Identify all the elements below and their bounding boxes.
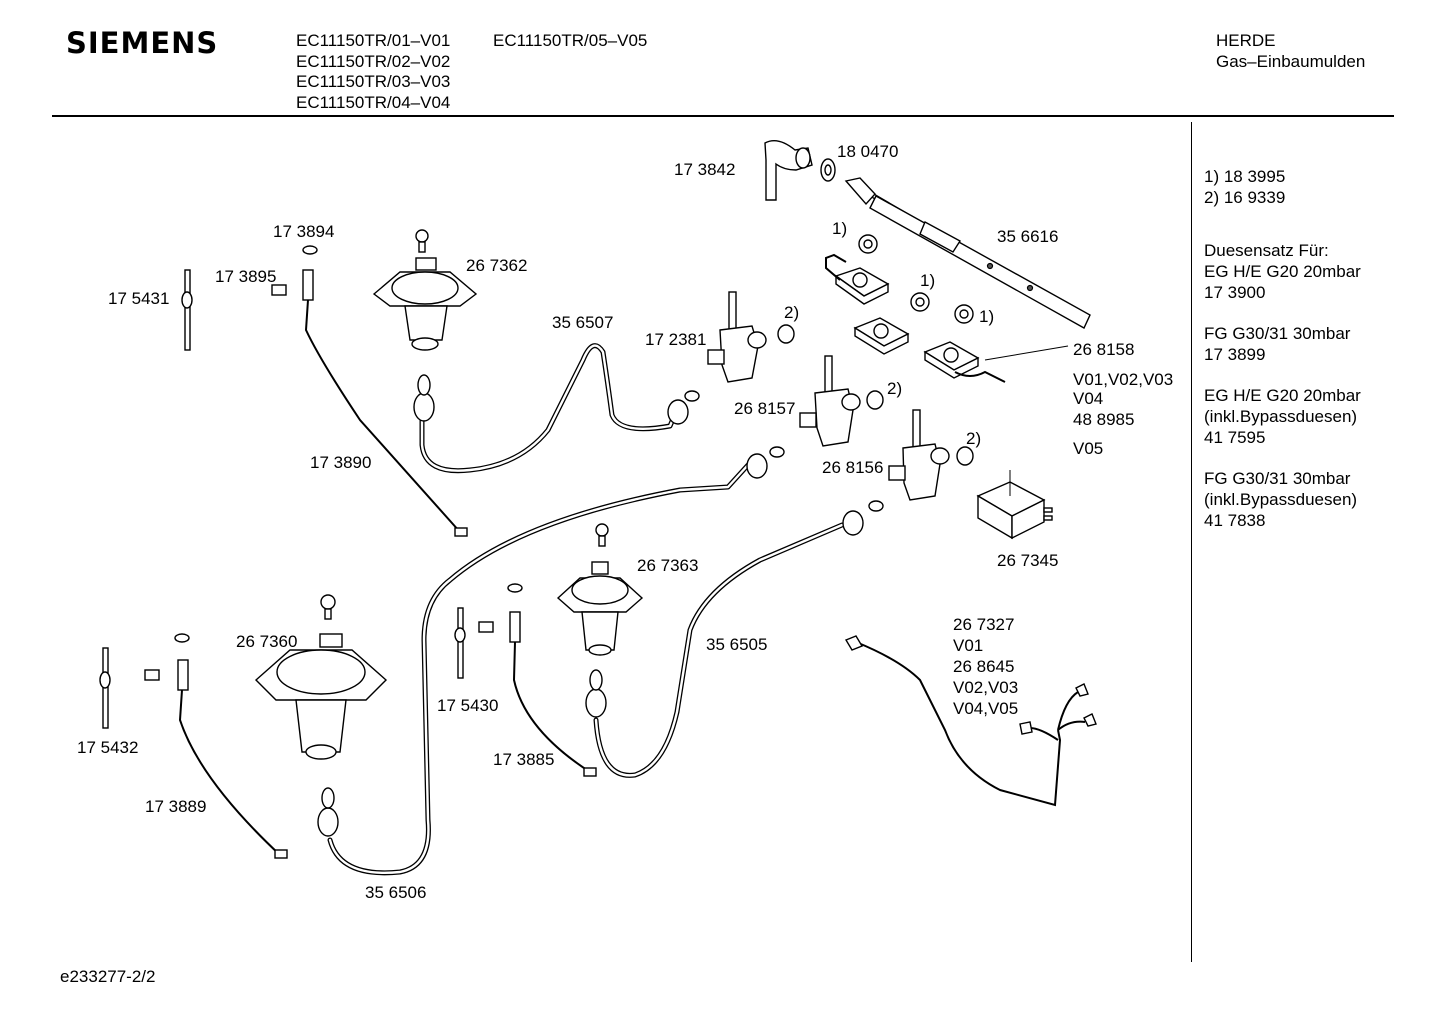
label-268156: 26 8156	[822, 458, 883, 477]
ignition-unit	[976, 470, 1053, 540]
legend-divider	[1191, 122, 1192, 962]
label-267363: 26 7363	[637, 556, 698, 575]
set-part: 41 7595	[1204, 428, 1266, 447]
label-267360: 26 7360	[236, 632, 297, 651]
label-356616: 35 6616	[997, 227, 1058, 246]
washer	[820, 158, 836, 182]
category-block: HERDE Gas–Einbaumulden	[1216, 31, 1365, 72]
set-name: EG H/E G20 20mbar	[1204, 386, 1361, 405]
model-number: EC11150TR/01–V01	[296, 31, 451, 50]
model-list-2: EC11150TR/05–V05	[493, 31, 647, 52]
set-name: FG G30/31 30mbar	[1204, 469, 1351, 488]
model-number: EC11150TR/03–V03	[296, 72, 451, 92]
label-variant-v05: V05	[1073, 439, 1103, 458]
category: HERDE	[1216, 31, 1276, 50]
doc-id: e233277-2/2	[60, 967, 156, 986]
label-356506: 35 6506	[365, 883, 426, 902]
set-extra: (inkl.Bypassduesen)	[1204, 407, 1358, 426]
header-rule	[52, 115, 1394, 117]
model-number: EC11150TR/04–V04	[296, 93, 451, 113]
gas-rail	[844, 177, 1091, 329]
label-variant-v01: V01	[953, 636, 983, 655]
gas-valve-268156	[888, 409, 974, 501]
burner-267363	[556, 523, 644, 656]
burner-267362	[372, 229, 478, 351]
set-name: FG G30/31 30mbar	[1204, 324, 1351, 343]
model-number: EC11150TR/05–V05	[493, 31, 648, 50]
small-washers	[174, 245, 523, 643]
label-variant-v04: V04	[1073, 389, 1103, 408]
ref-2: 2)	[966, 429, 981, 448]
label-356507: 35 6507	[552, 313, 613, 332]
model-number: EC11150TR/02–V02	[296, 51, 451, 71]
subcategory: Gas–Einbaumulden	[1216, 51, 1366, 71]
label-175431: 17 5431	[108, 289, 169, 308]
label-356505: 35 6505	[706, 635, 767, 654]
note-2: 2) 16 9339	[1204, 188, 1286, 207]
ref-1: 1)	[920, 271, 935, 290]
ref-1: 1)	[832, 219, 847, 238]
label-180470: 18 0470	[837, 142, 898, 161]
label-172381: 17 2381	[645, 330, 706, 349]
label-268158: 26 8158	[1073, 340, 1134, 359]
label-175430: 17 5430	[437, 696, 498, 715]
label-173842: 17 3842	[674, 160, 735, 179]
label-267345: 26 7345	[997, 551, 1058, 570]
label-268645: 26 8645	[953, 657, 1014, 676]
gas-valve-172381	[707, 291, 795, 383]
label-173889: 17 3889	[145, 797, 206, 816]
set-extra: (inkl.Bypassduesen)	[1204, 490, 1358, 509]
label-173885: 17 3885	[493, 750, 554, 769]
ref-2: 2)	[784, 303, 799, 322]
label-173894: 17 3894	[273, 222, 334, 241]
set-part: 17 3899	[1204, 345, 1266, 364]
set-part: 17 3900	[1204, 283, 1266, 302]
label-173890: 17 3890	[310, 453, 371, 472]
ignition-electrodes	[99, 246, 597, 859]
pipe-fittings	[317, 374, 884, 837]
legend-title: Duesensatz Für:	[1204, 241, 1329, 260]
brand-logo: SIEMENS	[66, 26, 219, 60]
gas-valve-268157	[799, 355, 884, 447]
label-175432: 17 5432	[77, 738, 138, 757]
label-488985: 48 8985	[1073, 410, 1134, 429]
label-267362: 26 7362	[466, 256, 527, 275]
elbow-fitting	[764, 140, 813, 201]
wiring-harness	[844, 635, 1097, 807]
label-variants-v04-v05: V04,V05	[953, 699, 1018, 718]
part-labels: 17 3842 18 0470 35 6616 17 3894 26 7362 …	[77, 142, 1173, 902]
label-267327: 26 7327	[953, 615, 1014, 634]
note-1: 1) 18 3995	[1204, 167, 1286, 186]
label-variants-v01-v03: V01,V02,V03	[1073, 370, 1173, 389]
label-173895: 17 3895	[215, 267, 276, 286]
nozzle-holders	[825, 234, 1069, 383]
exploded-parts-diagram: 17 3842 18 0470 35 6616 17 3894 26 7362 …	[77, 140, 1173, 902]
set-name: EG H/E G20 20mbar	[1204, 262, 1361, 281]
ref-2: 2)	[887, 379, 902, 398]
ref-1: 1)	[979, 307, 994, 326]
burner-267360	[254, 594, 388, 760]
model-list-1: EC11150TR/01–V01 EC11150TR/02–V02 EC1115…	[296, 31, 450, 114]
label-variants-v02-v03: V02,V03	[953, 678, 1018, 697]
label-268157: 26 8157	[734, 399, 795, 418]
legend-panel: 1) 18 3995 2) 16 9339 Duesensatz Für: EG…	[1204, 166, 1361, 531]
set-part: 41 7838	[1204, 511, 1266, 530]
